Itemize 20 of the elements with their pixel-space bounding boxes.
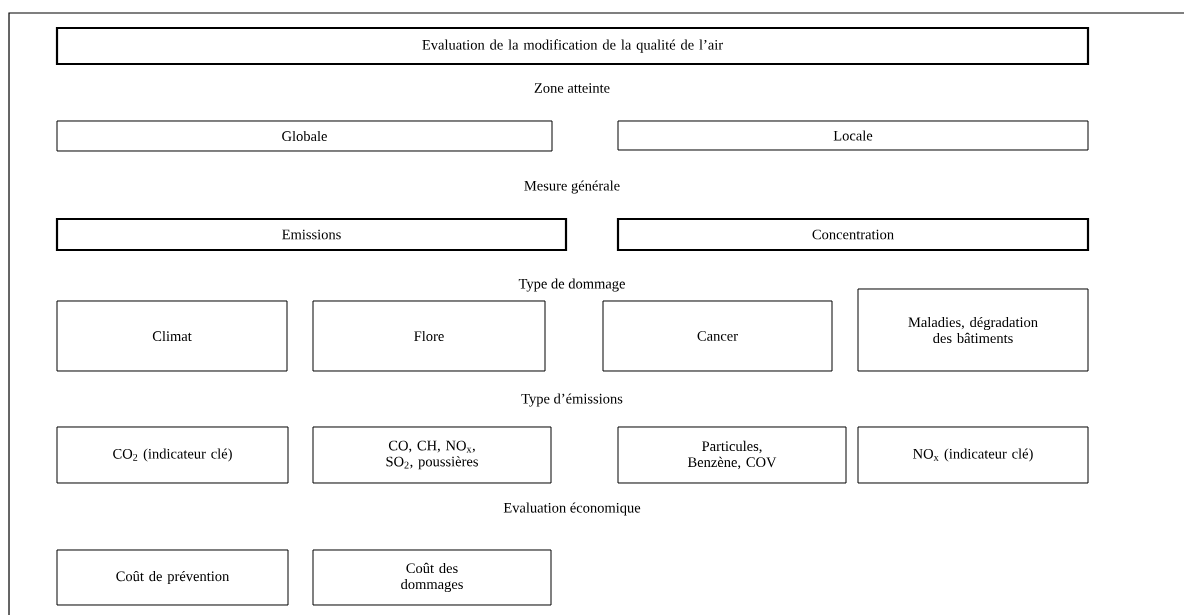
section-heading: Mesure générale	[524, 180, 620, 194]
text-box: Locale	[617, 120, 1089, 151]
text-box: Maladies, dégradation des bâtiments	[857, 288, 1089, 372]
text-box: Flore	[312, 300, 546, 372]
text-box: Coût de prévention	[56, 549, 289, 606]
text-box: CO, CH, NO$_{x}$, SO$_{2}$, poussières	[312, 426, 552, 484]
section-heading: Type de dommage	[518, 278, 625, 292]
text-box: Emissions	[55, 217, 568, 252]
text-box: CO$_{2}$ (indicateur clé)	[56, 426, 289, 484]
text-box: Concentration	[616, 217, 1090, 252]
text-box: NO$_{x}$ (indicateur clé)	[857, 426, 1089, 484]
text-box: Globale	[56, 120, 553, 152]
section-heading: Evaluation économique	[503, 502, 641, 516]
text-box: Climat	[56, 300, 288, 372]
section-heading: Type d’émissions	[521, 393, 623, 407]
text-box: Evaluation de la modification de la qualité de l’air	[55, 26, 1090, 66]
section-heading: Zone atteinte	[534, 83, 610, 93]
text-box: Cancer	[602, 300, 833, 372]
text-box: Particules, Benzène, COV	[617, 426, 847, 484]
text-box: Coût des dommages	[312, 549, 552, 606]
